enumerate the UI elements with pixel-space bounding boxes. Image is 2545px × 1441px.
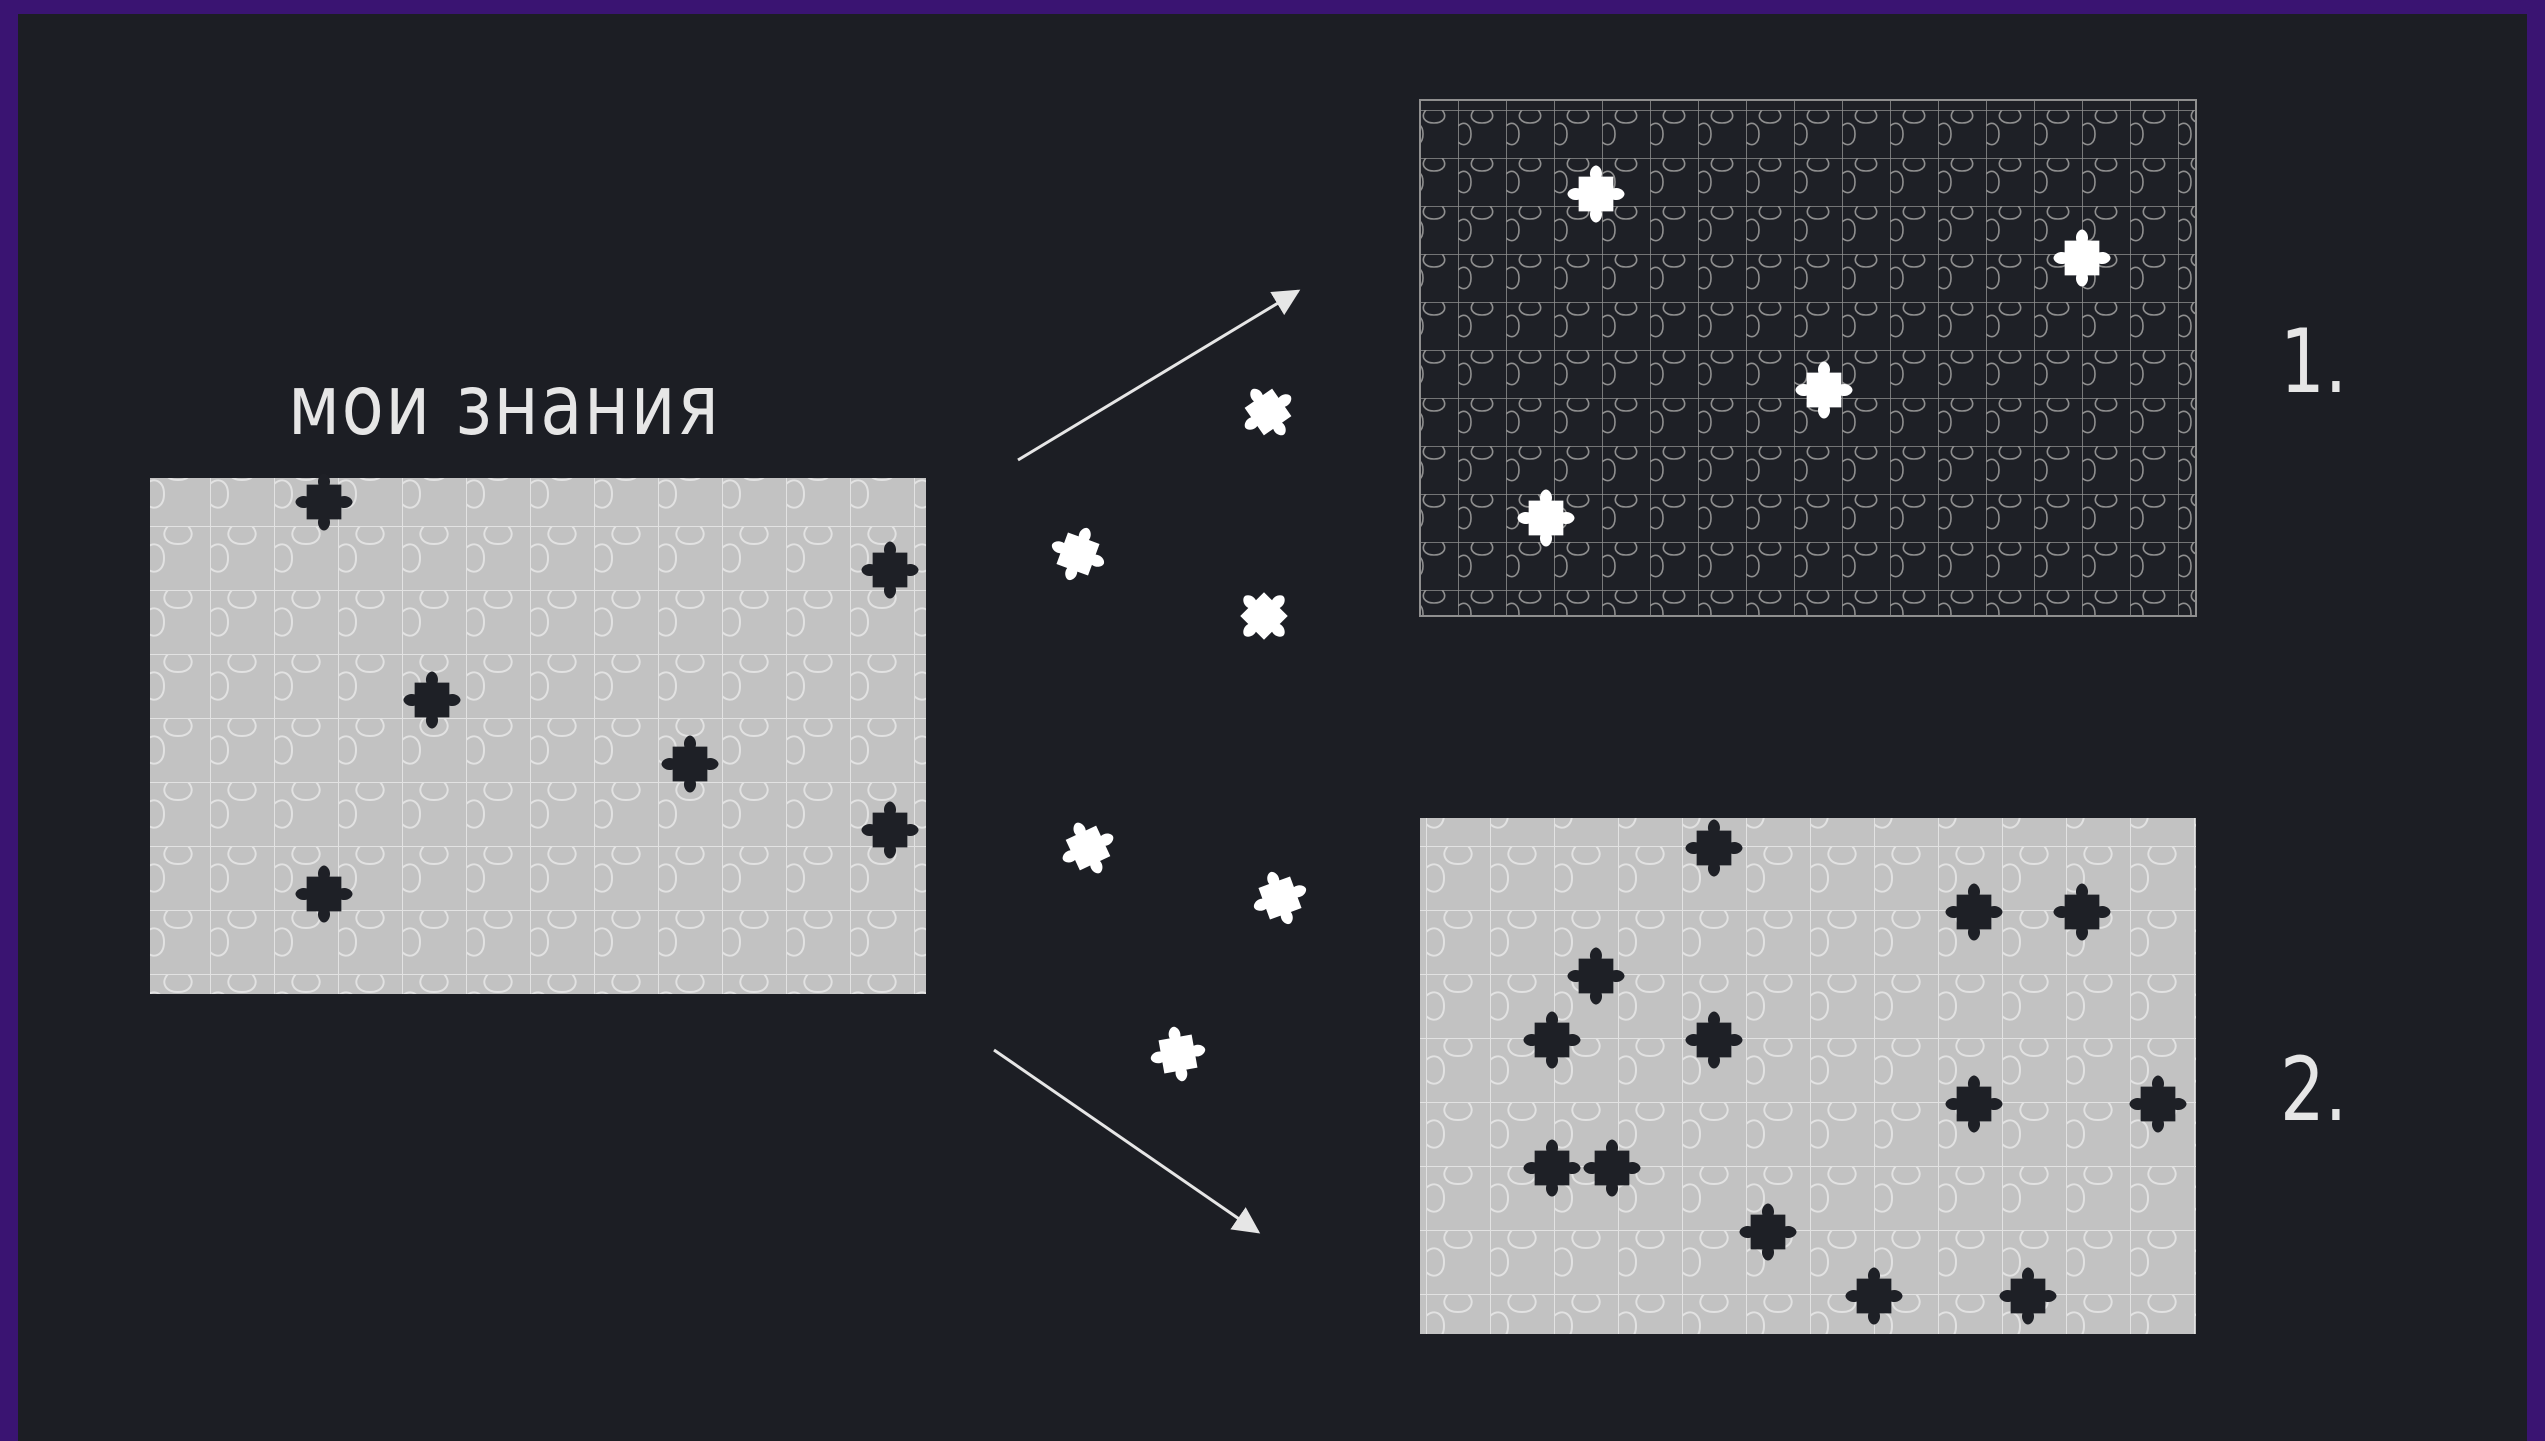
new-piece: [1225, 577, 1303, 655]
arrow-down: [994, 1050, 1258, 1232]
option-1-label: 1.: [2280, 310, 2347, 413]
option-2-puzzle: [1420, 818, 2196, 1334]
knowledge-caption: мои знания: [288, 356, 720, 454]
option-2-label: 2.: [2280, 1038, 2347, 1141]
new-piece: [1146, 1022, 1210, 1086]
diagram-canvas: [18, 14, 2527, 1441]
new-piece: [1230, 374, 1307, 451]
new-piece: [1043, 519, 1114, 590]
slide: мои знания 1. 2.: [18, 14, 2527, 1441]
arrow-up: [1018, 291, 1298, 460]
new-pieces: [1043, 374, 1316, 1086]
option-1-puzzle: [1420, 100, 2196, 616]
knowledge-puzzle: [150, 473, 926, 994]
new-piece: [1051, 811, 1124, 884]
new-piece: [1245, 863, 1316, 934]
